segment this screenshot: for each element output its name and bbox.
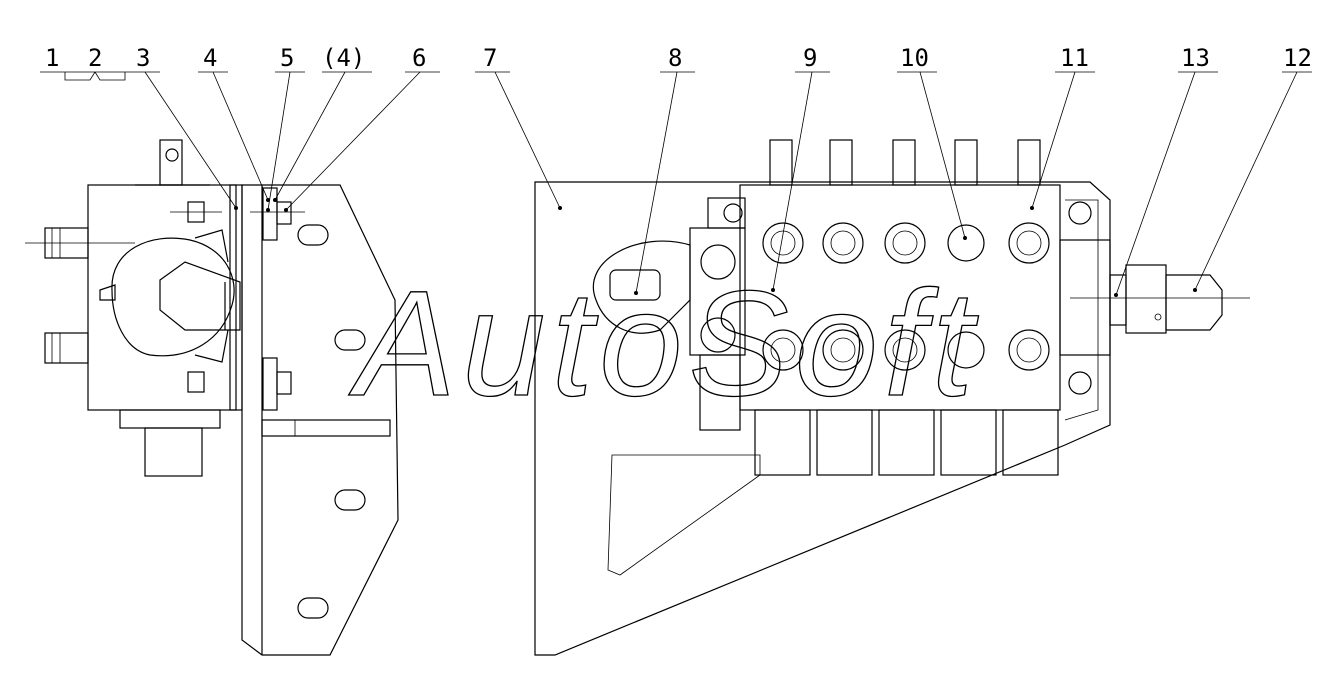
callout-7: 7 (483, 44, 497, 72)
callout-5: 5 (280, 44, 294, 72)
left-mounting-bracket (241, 184, 399, 656)
callout-11: 11 (1060, 44, 1089, 72)
callout-4-repeat: (4) (322, 44, 365, 72)
callout-labels: 1 2 3 4 5 (4) 6 7 8 9 10 11 13 12 (45, 44, 1312, 72)
left-valve-assembly (25, 139, 243, 477)
callout-9: 9 (803, 44, 817, 72)
callout-10: 10 (900, 44, 929, 72)
callout-3: 3 (136, 44, 150, 72)
callout-6: 6 (412, 44, 426, 72)
callout-leaders (40, 71, 1312, 297)
valve-bank (593, 139, 1250, 476)
callout-4: 4 (203, 44, 217, 72)
watermark-text: AutoSoft (348, 259, 979, 427)
right-mounting-plate (534, 181, 1111, 656)
callout-2: 2 (88, 44, 102, 72)
callout-12: 12 (1283, 44, 1312, 72)
callout-13: 13 (1181, 44, 1210, 72)
callout-1: 1 (45, 44, 59, 72)
callout-8: 8 (668, 44, 682, 72)
